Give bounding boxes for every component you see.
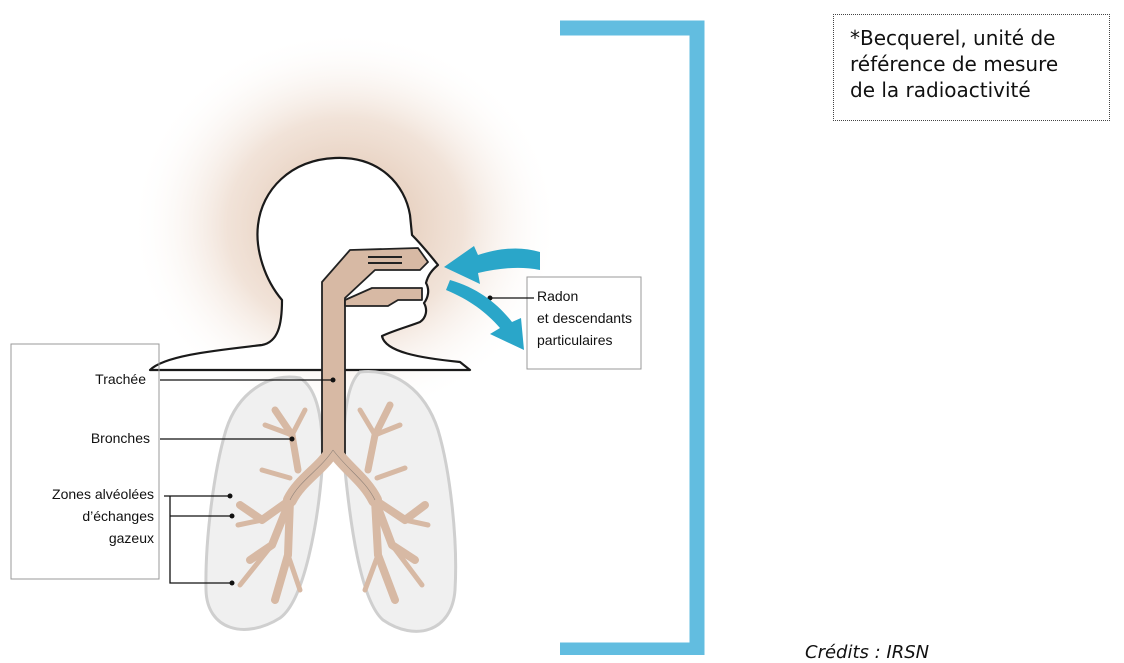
becquerel-note-line2: référence de mesure (850, 51, 1058, 77)
alveoli-dot-2 (230, 514, 235, 519)
bronchi-label: Bronches (40, 427, 150, 449)
alveoli-dot-3 (230, 581, 235, 586)
radon-label-line1: Radon (537, 285, 578, 307)
trachea-dot (331, 378, 336, 383)
bronchi-dot (290, 437, 295, 442)
becquerel-note: *Becquerel, unité de référence de mesure… (833, 14, 1110, 121)
alveoli-label-line1: Zones alvéolées (10, 483, 154, 505)
trachea-label: Trachée (40, 368, 146, 390)
becquerel-note-text: *Becquerel, unité de référence de mesure… (850, 25, 1058, 103)
radon-label-line3: particulaires (537, 329, 612, 351)
credit-text: Crédits : IRSN (805, 642, 929, 663)
alveoli-label-line3: gazeux (10, 527, 154, 549)
becquerel-note-line3: de la radioactivité (850, 77, 1058, 103)
alveoli-label-line2: d’échanges (10, 505, 154, 527)
radon-label-line2: et descendants (537, 307, 632, 329)
alveoli-dot-1 (228, 494, 233, 499)
becquerel-note-line1: *Becquerel, unité de (850, 25, 1058, 51)
